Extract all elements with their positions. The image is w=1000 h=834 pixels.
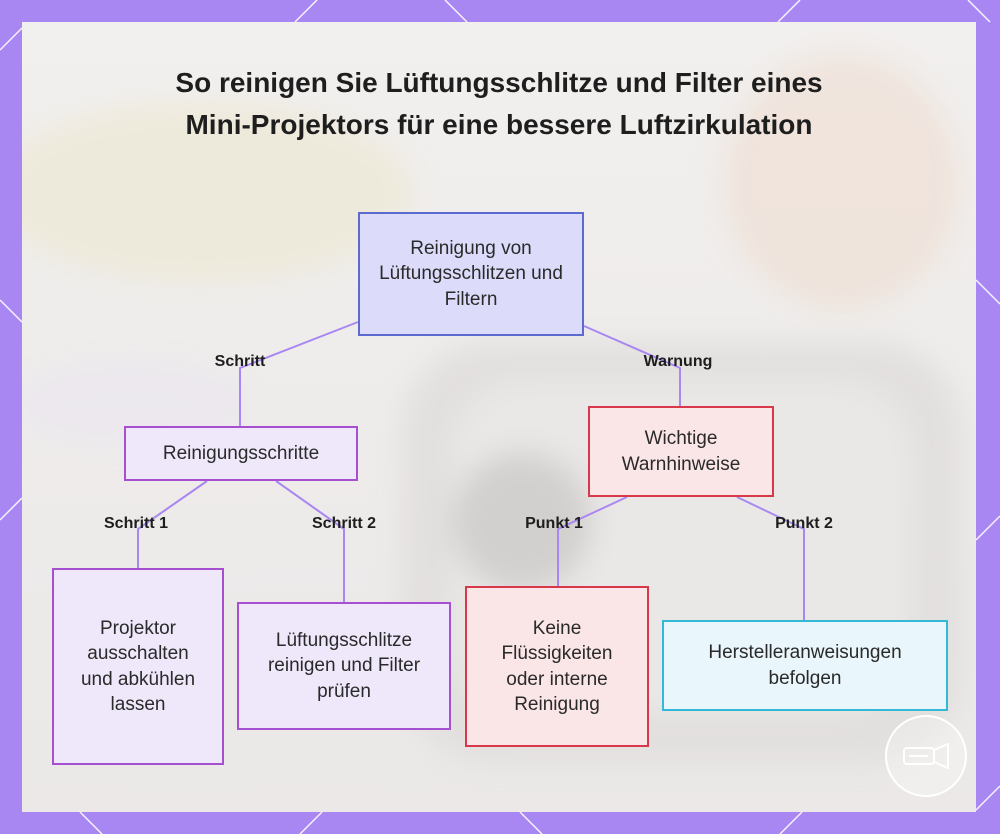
edge-label-warnings-point1: Punkt 1 <box>525 515 583 532</box>
node-warnings: Wichtige Warnhinweise <box>588 406 774 497</box>
diagram-title: So reinigen Sie Lüftungsschlitze und Fil… <box>175 67 823 140</box>
projector-logo-icon <box>885 715 967 797</box>
node-step1: Projektor ausschalten und abkühlen lasse… <box>52 568 224 765</box>
edge-warnings-point2 <box>736 496 805 620</box>
edge-label-root-steps: Schritt <box>214 353 266 370</box>
node-steps: Reinigungsschritte <box>124 426 358 481</box>
node-warnings-label: Wichtige Warnhinweise <box>621 428 741 475</box>
node-step2: Lüftungsschlitze reinigen und Filter prü… <box>237 602 451 730</box>
node-step1-label: Projektor ausschalten und abkühlen lasse… <box>80 617 196 716</box>
edge-label-root-warnings: Warnung <box>643 353 713 370</box>
node-point1-label: Keine Flüssigkeiten oder interne Reinigu… <box>501 617 613 716</box>
node-point2-label: Herstelleranweisungen befolgen <box>708 642 902 689</box>
node-steps-label: Reinigungsschritte <box>162 442 320 464</box>
node-point1: Keine Flüssigkeiten oder interne Reinigu… <box>465 586 649 747</box>
edge-steps-step2 <box>275 480 345 602</box>
edge-root-steps <box>239 321 359 426</box>
connector-lines <box>137 321 805 620</box>
edge-label-steps-step1: Schritt 1 <box>103 515 169 532</box>
node-step2-label: Lüftungsschlitze reinigen und Filter prü… <box>267 629 421 702</box>
edge-root-warnings <box>583 325 681 406</box>
edge-warnings-point1 <box>557 496 628 586</box>
edge-label-warnings-point2: Punkt 2 <box>775 515 833 532</box>
edge-label-steps-step2: Schritt 2 <box>311 515 377 532</box>
node-point2: Herstelleranweisungen befolgen <box>662 620 948 711</box>
edge-steps-step1 <box>137 480 208 568</box>
node-root: Reinigung von Lüftungsschlitzen und Filt… <box>358 212 584 336</box>
diagram-panel: So reinigen Sie Lüftungsschlitze und Fil… <box>22 22 976 812</box>
node-root-label: Reinigung von Lüftungsschlitzen und Filt… <box>379 237 563 310</box>
